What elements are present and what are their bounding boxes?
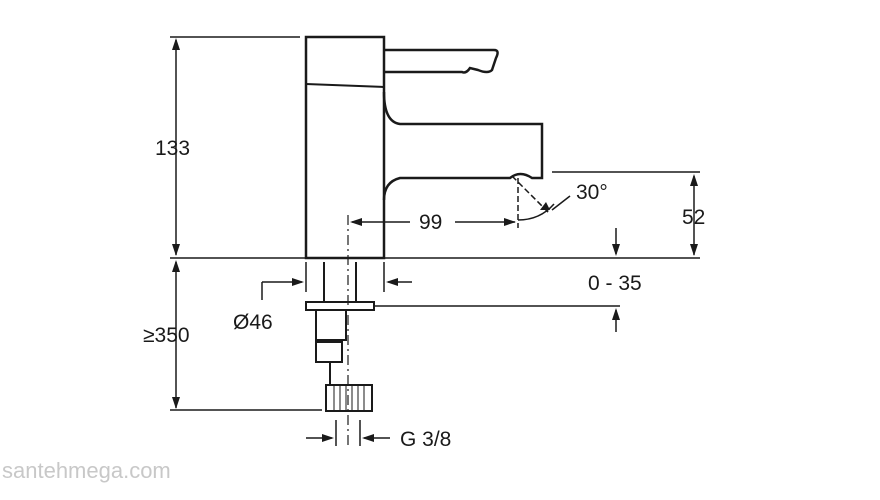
arrow — [172, 260, 180, 272]
label-reach-99: 99 — [419, 211, 442, 234]
lever-handle — [384, 48, 499, 74]
angle-leader — [551, 195, 571, 211]
faucet-body — [304, 35, 386, 260]
label-spout-52: 52 — [682, 206, 705, 229]
arrow — [172, 244, 180, 256]
arrow — [350, 218, 362, 226]
arrow — [172, 38, 180, 50]
label-height-133: 133 — [155, 137, 190, 160]
angle-arc — [517, 203, 555, 221]
mount-plate — [305, 301, 375, 311]
body-ring — [305, 83, 385, 88]
spout — [382, 91, 544, 201]
label-angle-30: 30° — [576, 181, 608, 204]
arrow — [362, 434, 374, 442]
arrow — [172, 397, 180, 409]
label-connection-g38: G 3/8 — [400, 428, 451, 451]
watermark: santehmega.com — [2, 458, 171, 483]
arrow — [322, 434, 334, 442]
label-deck-035: 0 - 35 — [588, 272, 642, 295]
label-diameter-46: Ø46 — [233, 311, 273, 334]
arrow — [540, 202, 550, 210]
arrow — [386, 278, 398, 286]
mount-nut — [315, 309, 347, 341]
arrow — [690, 174, 698, 186]
hose-fitting — [315, 341, 343, 363]
label-min-350: ≥350 — [143, 324, 190, 347]
arrow — [504, 218, 516, 226]
arrow — [612, 308, 620, 320]
arrow — [690, 244, 698, 256]
arrow — [612, 244, 620, 256]
connector-nut — [325, 384, 373, 412]
arrow — [292, 278, 304, 286]
